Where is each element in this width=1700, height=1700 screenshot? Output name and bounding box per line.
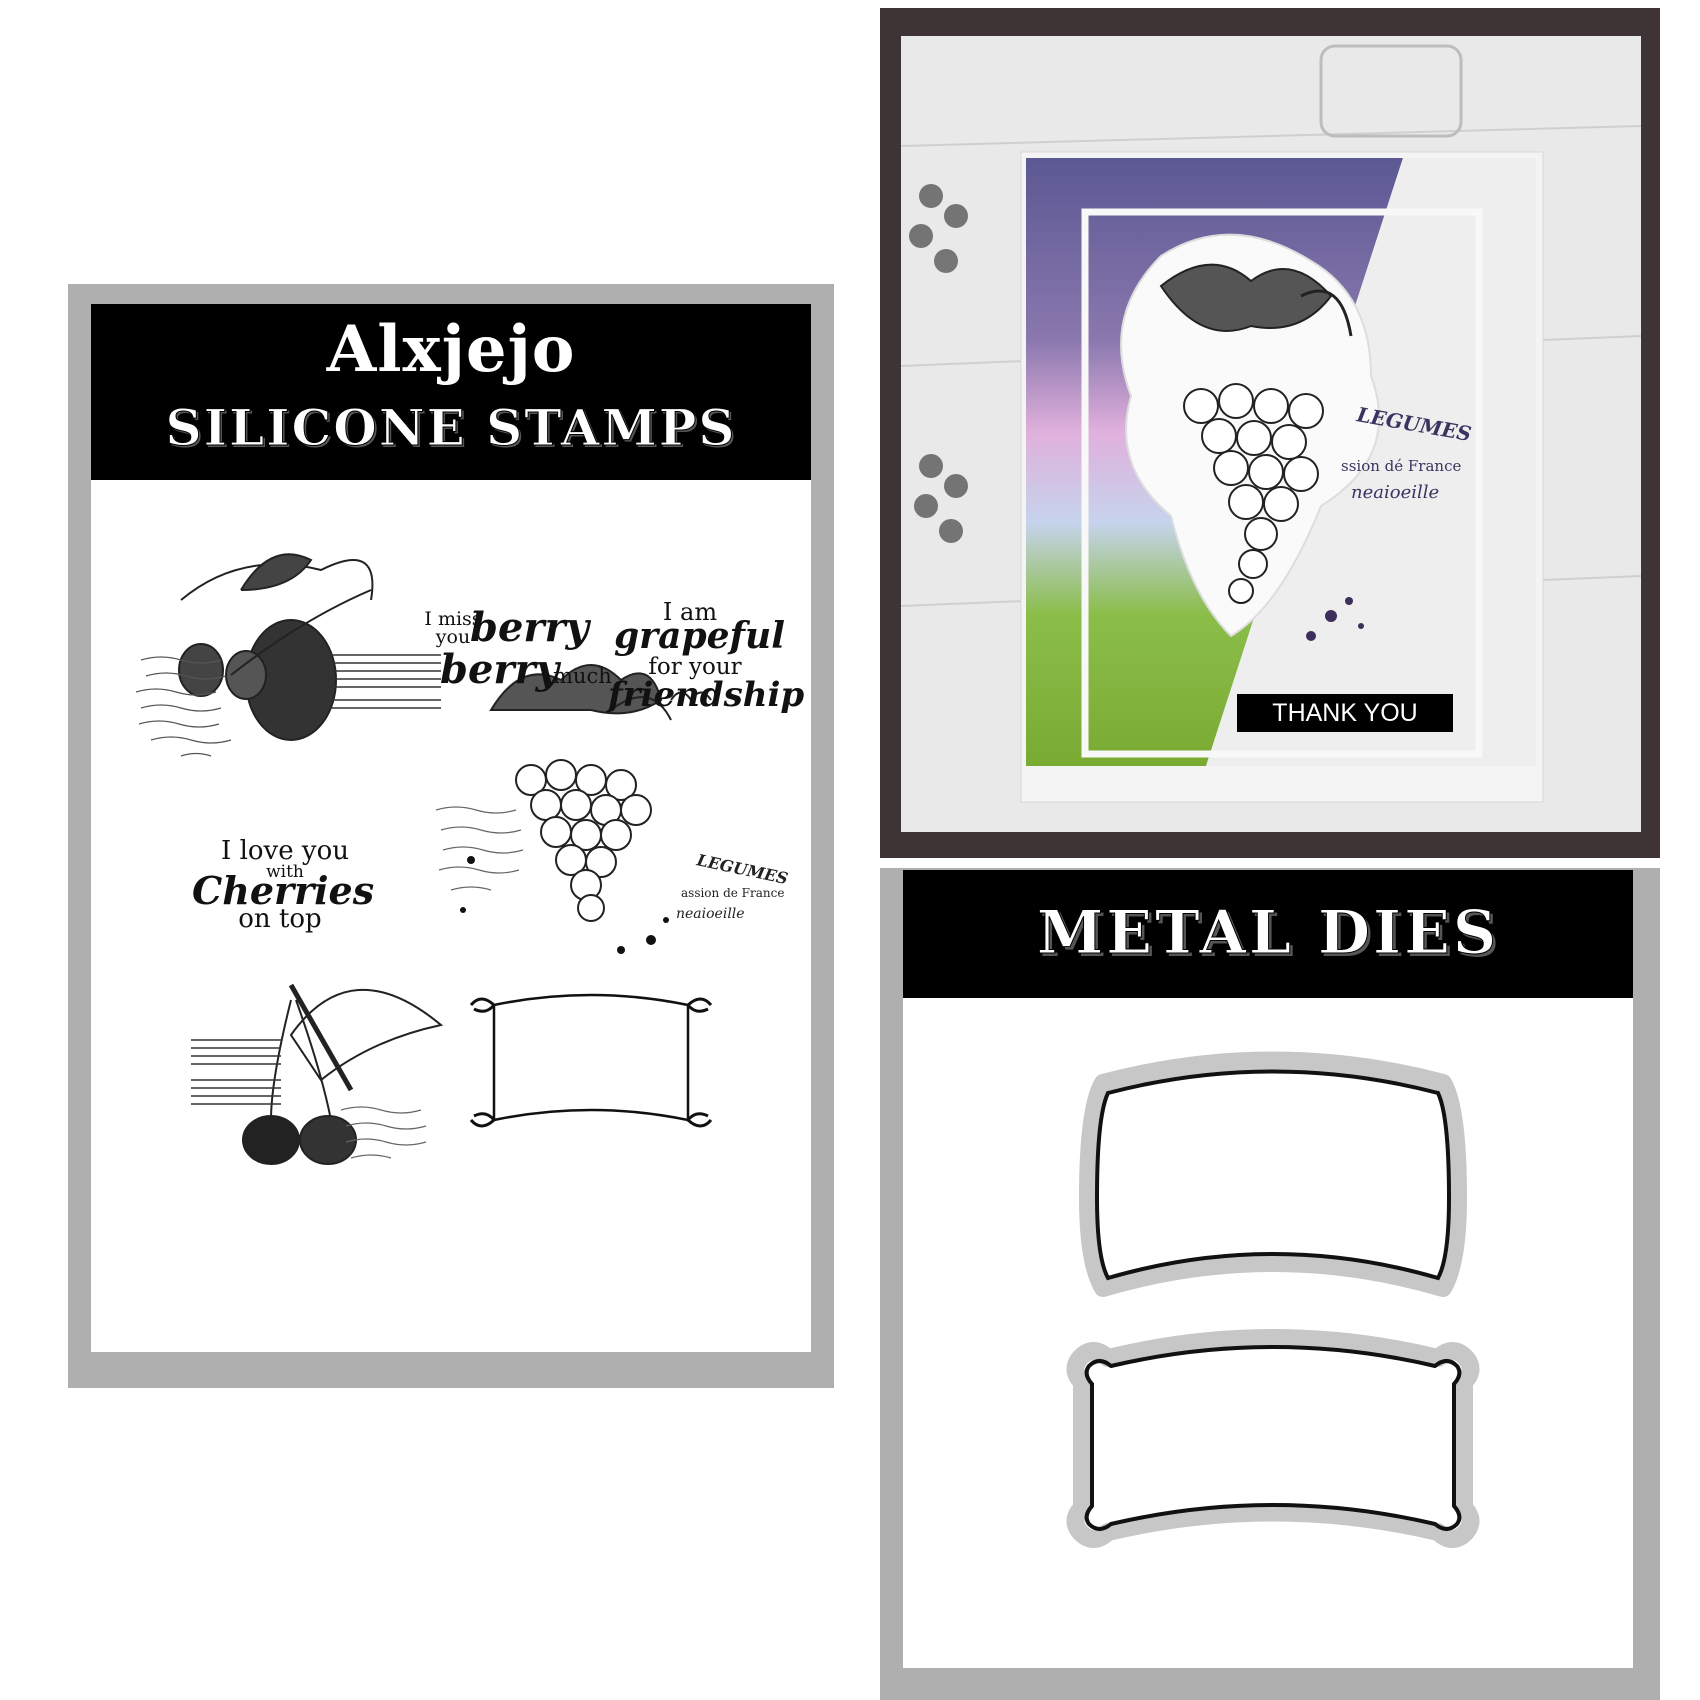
card-word-ssion: ssion dé France [1341, 457, 1461, 475]
sentiment-berry-2: berry [440, 646, 559, 693]
sample-card-photo: LEGUMES ssion dé France neaioeille THANK… [901, 36, 1641, 832]
sentiment-much: much [553, 664, 612, 688]
stamp-illustrations: LEGUMES assion de France neaioeille [135, 553, 790, 1165]
sentiment-friendship: friendship [608, 675, 805, 715]
sentiment-berry-1: berry [470, 604, 589, 651]
grape-word-assion: assion de France [681, 886, 784, 900]
sentiment-with: with [266, 862, 304, 882]
dies-header-bar [903, 870, 1633, 998]
grapes-stamp-icon [435, 664, 712, 954]
dies-illustrations [1066, 1051, 1480, 1548]
thank-you-label: THANK YOU [1272, 699, 1417, 727]
card-word-neaioeille: neaioeille [1351, 482, 1439, 503]
sample-card-illustration: LEGUMES ssion dé France neaioeille THANK… [901, 44, 1641, 803]
cherries-stamp-icon [191, 983, 444, 1165]
dies-title: METAL DIES [1036, 898, 1500, 969]
sentiment-i-am: I am [662, 598, 718, 626]
stamp-header-bar [91, 304, 811, 480]
grape-word-neaioeille: neaioeille [676, 906, 745, 922]
sentiment-you: you [435, 626, 471, 648]
sentiment-i-miss: I miss [424, 608, 482, 630]
sentiment-on-top: on top [238, 904, 322, 934]
sentiment-cherries: Cherries [192, 868, 375, 913]
raspberry-stamp-icon [135, 553, 441, 757]
ornate-label-die-icon [1066, 1329, 1480, 1548]
brand-name: Alxjejo [326, 312, 576, 387]
stamp-title: SILICONE STAMPS [165, 398, 737, 458]
rounded-label-die-icon [1079, 1051, 1467, 1297]
sentiment-grapeful: grapeful [614, 615, 785, 657]
sentiment-for-your: for your [648, 654, 742, 680]
label-frame-stamp-icon [469, 993, 713, 1128]
sentiment-i-love-you: I love you [221, 836, 349, 866]
grape-word-legumes: LEGUMES [694, 850, 789, 888]
